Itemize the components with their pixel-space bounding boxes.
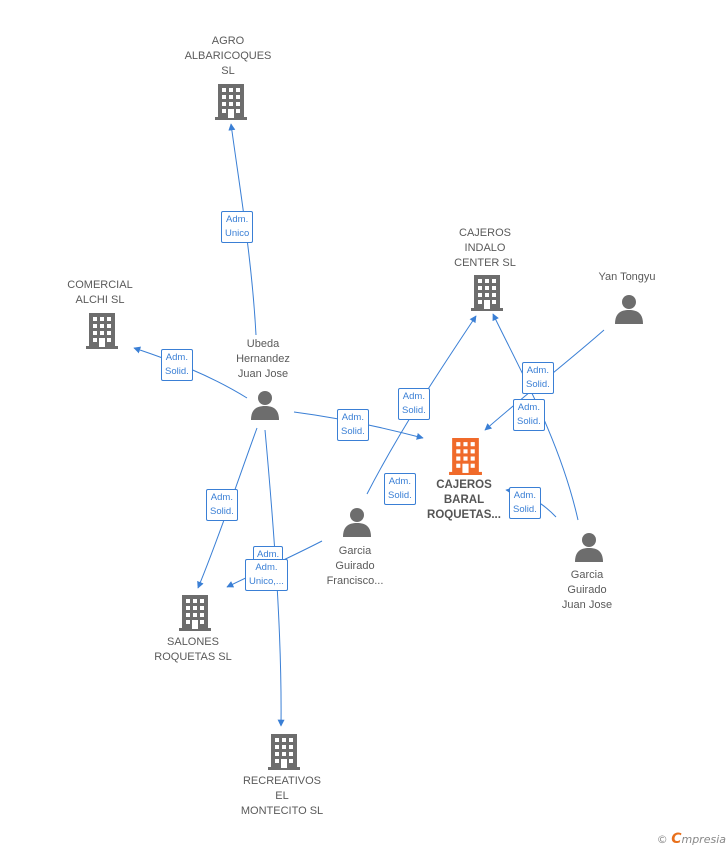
person-icon-yan[interactable] bbox=[615, 295, 643, 324]
node-label-agro[interactable]: AGRO ALBARICOQUES SL bbox=[185, 34, 272, 79]
edge-label-line: Adm. bbox=[526, 365, 549, 376]
person-icon-garcia-juan[interactable] bbox=[575, 533, 603, 562]
edge-label-line: Solid. bbox=[165, 366, 189, 377]
node-label-line: Guirado bbox=[335, 560, 375, 572]
edge-label-line: Unico bbox=[225, 228, 250, 239]
edge-label-line: Solid. bbox=[526, 379, 550, 390]
edge-label-ubeda-baral[interactable]: Adm. Solid. bbox=[337, 409, 369, 441]
edge-label-line: Adm. bbox=[513, 490, 536, 501]
building-icon-comercial[interactable] bbox=[86, 313, 118, 349]
node-label-line: SL bbox=[221, 65, 235, 77]
node-label-line: Guirado bbox=[567, 584, 607, 596]
node-label-line: Francisco... bbox=[326, 575, 384, 587]
node-label-line: ROQUETAS SL bbox=[154, 651, 232, 663]
edge-label-line: Solid. bbox=[517, 416, 541, 427]
copyright-symbol: © bbox=[656, 833, 668, 846]
node-label-line: Hernandez bbox=[236, 353, 290, 365]
empresia-logo: C bbox=[671, 831, 682, 847]
node-label-comercial[interactable]: COMERCIAL ALCHI SL bbox=[67, 278, 132, 308]
node-label-line: AGRO bbox=[211, 35, 245, 47]
person-icon-ubeda[interactable] bbox=[251, 391, 279, 420]
node-label-line: Juan Jose bbox=[561, 599, 613, 611]
edge-label-line: Adm. bbox=[517, 402, 540, 413]
edge-label-line: Adm. bbox=[402, 391, 425, 402]
node-label-recreativos[interactable]: RECREATIVOS EL MONTECITO SL bbox=[241, 774, 323, 819]
edge-label-francisco-baral[interactable]: Adm. Solid. bbox=[384, 473, 416, 505]
node-label-line: INDALO bbox=[464, 242, 506, 254]
node-label-line: Yan Tongyu bbox=[598, 271, 656, 283]
node-label-cajeros-indalo[interactable]: CAJEROS INDALO CENTER SL bbox=[454, 226, 516, 271]
node-label-line: Garcia bbox=[338, 545, 372, 557]
building-icon-cajeros-baral[interactable] bbox=[449, 438, 482, 475]
node-label-line: CENTER SL bbox=[454, 257, 516, 269]
node-label-ubeda[interactable]: Ubeda Hernandez Juan Jose bbox=[236, 337, 290, 382]
node-label-cajeros-baral[interactable]: CAJEROS BARAL ROQUETAS... bbox=[427, 478, 501, 523]
edge-label-line: Solid. bbox=[210, 506, 234, 517]
edge-label-line: Adm. bbox=[257, 549, 280, 560]
edge-label-ubeda-agro[interactable]: Adm. Unico bbox=[221, 211, 254, 243]
node-label-salones[interactable]: SALONES ROQUETAS SL bbox=[154, 635, 231, 665]
node-label-line: Garcia bbox=[570, 569, 604, 581]
building-icon-recreativos[interactable] bbox=[268, 734, 300, 770]
node-label-line: SALONES bbox=[167, 636, 219, 648]
edge-label-ubeda-comercial[interactable]: Adm. Solid. bbox=[161, 349, 193, 381]
node-label-line: Ubeda bbox=[246, 338, 280, 350]
building-icon-agro[interactable] bbox=[215, 84, 247, 120]
edge-label-line: Adm. bbox=[226, 214, 249, 225]
node-label-line: CAJEROS bbox=[459, 227, 511, 239]
node-label-line: MONTECITO SL bbox=[240, 805, 324, 817]
building-icon-salones[interactable] bbox=[179, 595, 211, 631]
edge-label-yan-baral[interactable]: Adm. Solid. bbox=[522, 362, 554, 394]
building-icon-cajeros-indalo[interactable] bbox=[471, 275, 503, 311]
node-label-line: ROQUETAS... bbox=[427, 509, 501, 521]
edge-label-juan-indalo[interactable]: Adm. Solid. bbox=[513, 399, 545, 431]
edge-label-line: Adm. bbox=[388, 476, 411, 487]
edge-label-line: Solid. bbox=[402, 405, 426, 416]
edge-label-francisco-indalo[interactable]: Adm. Solid. bbox=[398, 388, 430, 420]
node-label-line: CAJEROS bbox=[436, 479, 492, 491]
node-label-line: COMERCIAL bbox=[67, 279, 133, 291]
footer-brand: © Cmpresia bbox=[657, 831, 726, 847]
node-label-line: RECREATIVOS bbox=[242, 775, 322, 787]
node-label-line: EL bbox=[275, 790, 289, 802]
edge-label-ubeda-salones[interactable]: Adm. Solid. bbox=[206, 489, 238, 521]
edge-label-line: Adm. bbox=[165, 352, 188, 363]
node-label-line: BARAL bbox=[443, 494, 485, 506]
person-icon-garcia-francisco[interactable] bbox=[343, 508, 371, 537]
node-label-garcia-francisco[interactable]: Garcia Guirado Francisco... bbox=[327, 544, 384, 589]
empresia-logo-text: mpresia bbox=[681, 833, 726, 846]
node-label-line: Juan Jose bbox=[237, 368, 289, 380]
edge-label-line: Solid. bbox=[341, 426, 365, 437]
edge-label-line: Unico,... bbox=[249, 576, 284, 587]
edge-label-line: Adm. bbox=[255, 562, 278, 573]
node-label-line: ALCHI SL bbox=[75, 294, 125, 306]
edge-label-line: Solid. bbox=[388, 490, 412, 501]
edge-label-line: Solid. bbox=[513, 504, 537, 515]
node-label-yan[interactable]: Yan Tongyu bbox=[598, 270, 655, 285]
edge-label-juan-baral[interactable]: Adm. Solid. bbox=[509, 487, 541, 519]
edge-label-line: Adm. bbox=[210, 492, 233, 503]
node-label-garcia-juan[interactable]: Garcia Guirado Juan Jose bbox=[562, 568, 612, 613]
edge-label-line: Adm. bbox=[341, 412, 364, 423]
edge-label-ubeda-recreativos[interactable]: Adm. Unico,... bbox=[245, 559, 288, 591]
node-label-line: ALBARICOQUES bbox=[184, 50, 272, 62]
